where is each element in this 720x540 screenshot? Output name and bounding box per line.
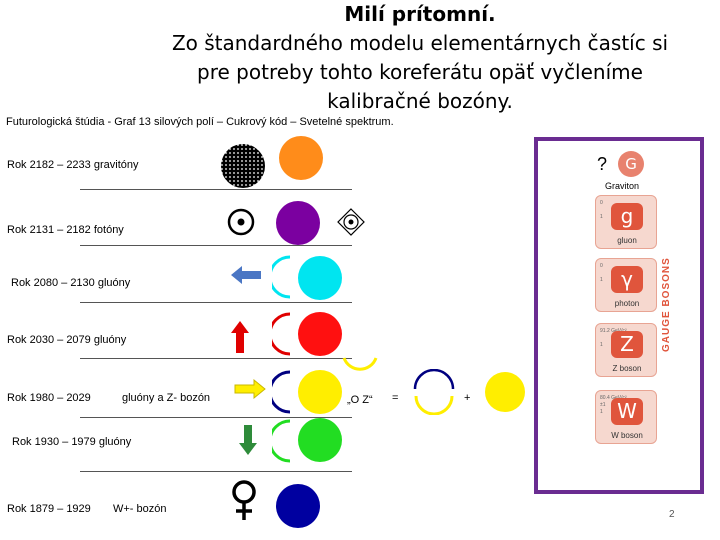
purple-circle [276, 201, 320, 245]
equals-sign: = [392, 392, 399, 404]
slide-title: Milí prítomní. Zo štandardného modelu el… [150, 0, 690, 116]
dark-blue-circle [276, 484, 320, 528]
red-arc [272, 312, 291, 356]
row-label-gluons-3: Rok 1930 – 1979 gluóny [12, 436, 132, 448]
separator-line [80, 358, 352, 359]
row-label-z-boson-desc: gluóny a Z- bozón [122, 392, 211, 404]
cyan-arc [272, 255, 291, 299]
gluon-name: gluon [617, 236, 637, 245]
sun-symbol-icon [227, 208, 255, 236]
graviton-label: Graviton [605, 181, 640, 191]
gluon-symbol: g [611, 203, 643, 230]
w-boson-symbol: W [611, 398, 643, 425]
page-number: 2 [669, 509, 675, 520]
yellow-circle-2 [485, 372, 525, 412]
oz-label: „O Z“ [347, 394, 373, 406]
diamond-sun-symbol-icon [337, 208, 365, 236]
z-boson-symbol: Z [611, 331, 643, 358]
venus-symbol-icon [232, 480, 256, 520]
red-circle [298, 312, 342, 356]
title-line-4: kalibračné bozóny. [327, 89, 513, 113]
green-circle [298, 418, 342, 462]
row-label-gluons-2: Rok 2030 – 2079 gluóny [7, 334, 127, 346]
cyan-circle [298, 256, 342, 300]
z-boson-card: 91.2 GeV/c²1 Z Z boson [595, 323, 657, 377]
row-label-z-boson: Rok 1980 – 2029 [7, 392, 91, 404]
z-boson-name: Z boson [612, 364, 642, 373]
row-label-w-boson: Rok 1879 – 1929 [7, 503, 91, 515]
subtitle: Futurologická štúdia - Graf 13 silových … [6, 116, 394, 128]
separator-line [80, 471, 352, 472]
photon-symbol: γ [611, 266, 643, 293]
title-line-3: pre potreby tohto koreferátu opäť vyčlen… [197, 60, 643, 84]
row-label-gravitons: Rok 2182 – 2233 gravitóny [7, 159, 139, 171]
title-line-1: Milí prítomní. [344, 2, 496, 26]
title-line-2: Zo štandardného modelu elementárnych čas… [171, 31, 669, 55]
navy-arc [272, 370, 291, 414]
gauge-bosons-panel [534, 137, 704, 494]
arrow-up-icon [231, 321, 249, 353]
row-label-w-boson-desc: W+- bozón [113, 503, 167, 515]
separator-line [80, 417, 352, 418]
graviton-symbol: G [618, 151, 644, 177]
orange-circle [279, 136, 323, 180]
separator-line [80, 302, 352, 303]
question-mark: ? [597, 154, 608, 174]
plus-sign: + [464, 392, 471, 404]
green-arc [272, 419, 291, 463]
arrow-right-icon [234, 378, 266, 400]
separator-line [80, 189, 352, 190]
row-label-gluons-1: Rok 2080 – 2130 gluóny [11, 277, 131, 289]
w-boson-name: W boson [611, 431, 643, 440]
separator-line [80, 245, 352, 246]
dotted-black-circle-icon [221, 144, 265, 188]
w-boson-card: 80.4 GeV/c²±11 W W boson [595, 390, 657, 444]
row-label-photons: Rok 2131 – 2182 fotóny [7, 224, 124, 236]
yellow-cup-arc [342, 357, 378, 371]
arrow-down-icon [239, 425, 257, 455]
combined-arc-symbol [413, 369, 455, 415]
arrow-left-icon [231, 266, 261, 284]
yellow-circle [298, 370, 342, 414]
gauge-bosons-label: GAUGE BOSONS [661, 257, 672, 352]
photon-name: photon [614, 299, 640, 308]
